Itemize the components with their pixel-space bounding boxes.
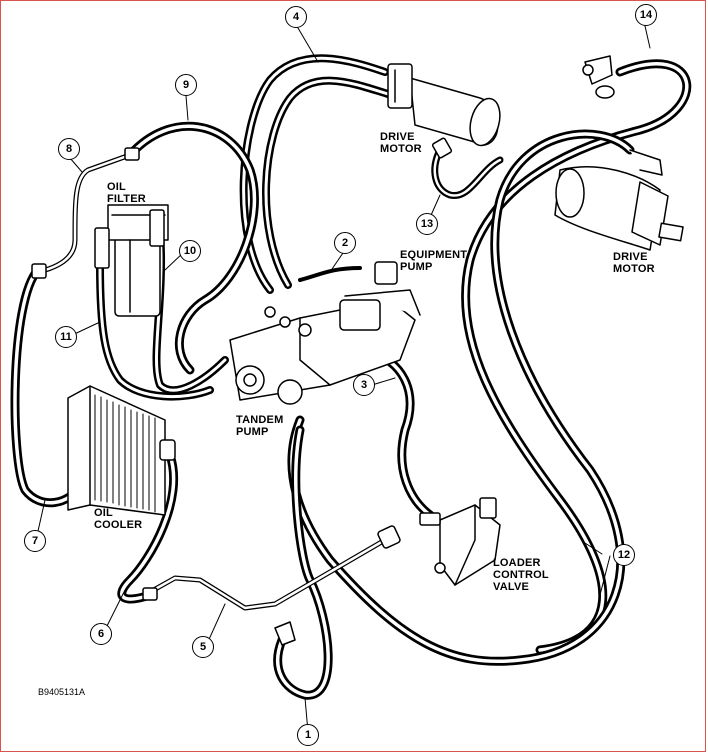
hose-4b: [262, 76, 392, 289]
drive-motor-right: [554, 149, 684, 251]
callout-5: 5: [192, 636, 214, 658]
callout-1: 1: [297, 724, 319, 746]
oil-filter-label: OIL FILTER: [107, 181, 146, 205]
callout-7: 7: [24, 530, 46, 552]
fitting-14: [582, 55, 615, 99]
tube-2: [298, 266, 362, 282]
tandem-pump: [229, 261, 421, 405]
callout-6: 6: [90, 623, 112, 645]
tandem-pump-label: TANDEM PUMP: [236, 414, 284, 438]
callout-9: 9: [175, 74, 197, 96]
drive-motor-right-label: DRIVE MOTOR: [613, 251, 655, 275]
callout-11: 11: [55, 326, 77, 348]
callout-10: 10: [179, 240, 201, 262]
loader-control-valve-label: LOADER CONTROL VALVE: [493, 557, 549, 593]
equipment-pump-label: EQUIPMENT PUMP: [400, 249, 468, 273]
callout-12: 12: [613, 544, 635, 566]
oil-cooler-label: OIL COOLER: [94, 507, 143, 531]
drive-motor-top: [387, 63, 501, 147]
callout-14: 14: [635, 4, 657, 26]
callout-3: 3: [353, 374, 375, 396]
drive-motor-top-label: DRIVE MOTOR: [380, 131, 422, 155]
hose-13: [431, 146, 504, 199]
loader-control-valve: [419, 497, 501, 586]
document-id: B9405131A: [38, 687, 86, 697]
tube-5: [147, 537, 388, 611]
oil-cooler: [67, 385, 176, 516]
oil-filter: [94, 204, 169, 317]
callout-2: 2: [334, 232, 356, 254]
callout-4: 4: [285, 6, 307, 28]
hose-3: [365, 347, 435, 520]
callout-13: 13: [416, 213, 438, 235]
callout-8: 8: [58, 138, 80, 160]
